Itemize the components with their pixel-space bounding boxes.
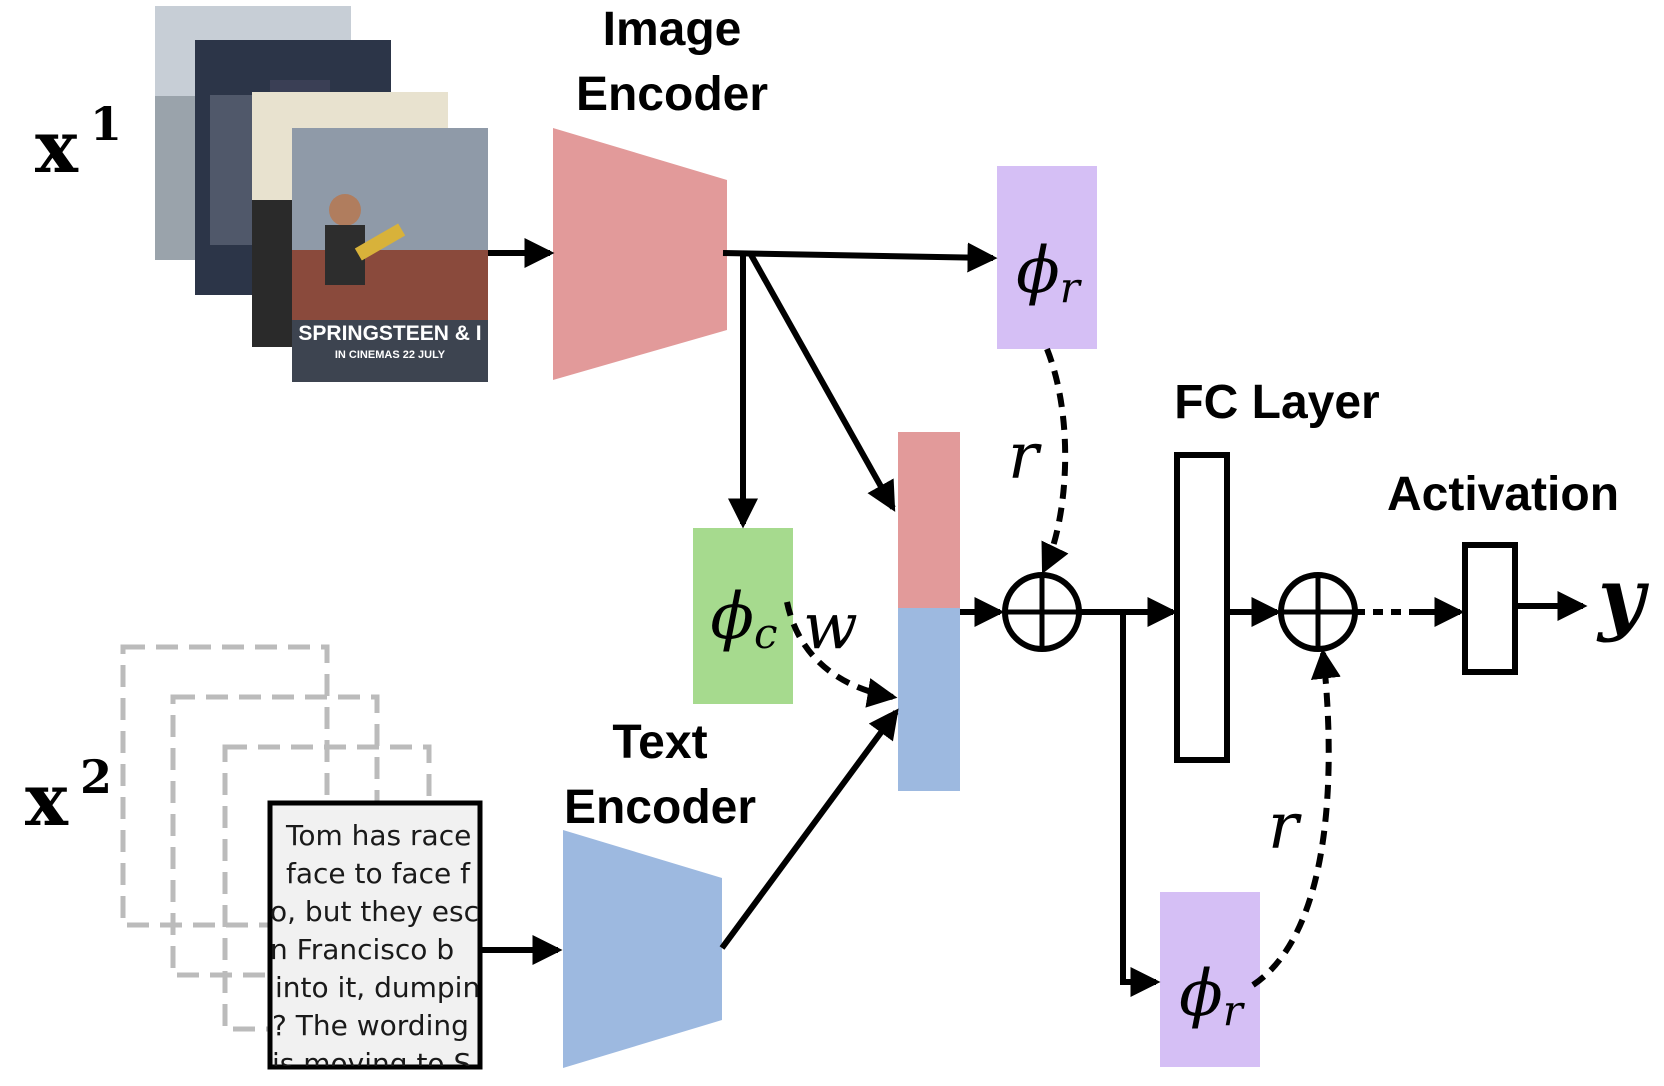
image-encoder-title-line2: Encoder — [576, 68, 768, 121]
svg-text:ϕr: ϕr — [1179, 957, 1246, 1035]
doc-text: Tom has race face to face f o, but they … — [270, 819, 480, 1080]
text-encoder-title-line2: Encoder — [564, 781, 756, 834]
phi-r-module-bottom — [1160, 892, 1260, 1067]
activation-label: Activation — [1387, 468, 1619, 521]
svg-text:ϕr: ϕr — [1016, 234, 1083, 312]
fc-layer-box — [1174, 452, 1230, 763]
image-input-superscript: 1 — [90, 97, 122, 151]
svg-text:ϕc: ϕc — [710, 580, 777, 658]
dashed-phi-c-to-concat — [784, 601, 898, 708]
text-input-superscript: 2 — [80, 750, 112, 804]
doc-line: face to face f — [286, 857, 471, 890]
w-label: w — [803, 590, 858, 664]
activation-box — [1462, 542, 1518, 675]
doc-line: o, but they esc — [270, 895, 479, 928]
image-encoder-title-line1: Image — [603, 3, 742, 56]
phi-subscript-r: r — [1223, 986, 1246, 1035]
r-label-bottom: r — [1268, 790, 1302, 864]
poster-subtitle: IN CINEMAS 22 JULY — [335, 349, 446, 361]
fc-layer-label: FC Layer — [1174, 376, 1379, 429]
dashed-connections — [784, 347, 1341, 988]
adder-1-icon — [1002, 572, 1082, 652]
output-label: y — [1596, 550, 1650, 644]
doc-line: ? The wording — [272, 1009, 469, 1042]
phi-c-module — [693, 528, 793, 704]
dashed-phi-r-to-adder-2 — [1251, 648, 1341, 988]
phi-symbol: ϕ — [710, 580, 754, 654]
phi-subscript-c: c — [754, 609, 778, 658]
poster-title: SPRINGSTEEN & I — [298, 322, 481, 345]
text-encoder-title-line1: Text — [612, 716, 707, 769]
concat-image-feature — [898, 432, 960, 612]
solid-connections — [482, 238, 1588, 997]
image-input-stack: SPRINGSTEEN & I IN CINEMAS 22 JULY — [155, 6, 488, 382]
doc-ghost-3 — [120, 644, 330, 928]
dashed-phi-r-to-adder — [1041, 347, 1069, 575]
text-encoder — [563, 830, 722, 1068]
text-input-stack: Tom has race face to face f o, but they … — [120, 644, 483, 1080]
doc-line: n Francisco b — [270, 933, 454, 966]
arrow-branch-to-phi-r — [1120, 612, 1161, 997]
arrow-text-encoder-to-concat — [719, 708, 899, 950]
adder-2-icon — [1278, 572, 1358, 652]
doc-front — [267, 800, 483, 1070]
concat-text-feature — [898, 608, 960, 791]
phi-r-module-top — [997, 166, 1097, 349]
doc-line: into it, dumpin — [275, 971, 480, 1004]
phi-subscript-r: r — [1060, 263, 1083, 312]
phi-symbol: ϕ — [1016, 234, 1060, 308]
r-label-top: r — [1008, 420, 1042, 494]
doc-line: is moving to S — [272, 1047, 471, 1080]
arrow-encoder-to-phi-r — [722, 242, 998, 273]
image-encoder — [553, 128, 727, 380]
text-input-label: x — [25, 757, 69, 842]
arrow-encoder-to-concat — [747, 251, 896, 512]
phi-symbol: ϕ — [1179, 957, 1223, 1031]
image-input-label: x — [35, 104, 79, 189]
doc-line: Tom has race — [285, 819, 471, 852]
